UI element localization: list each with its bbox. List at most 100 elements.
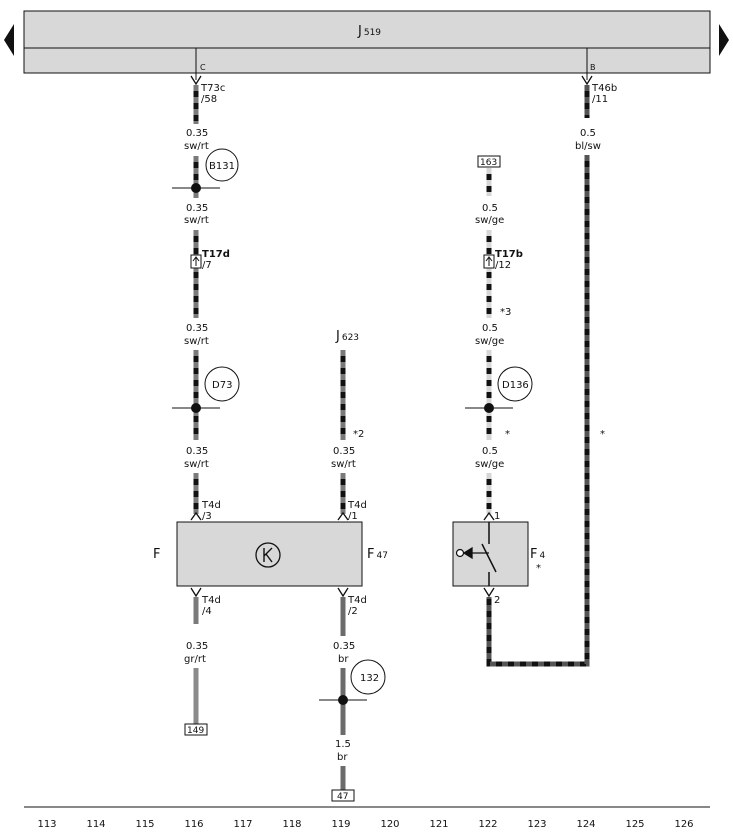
ruler-column-114: 114 — [86, 819, 105, 830]
prev-page-arrow-icon[interactable] — [4, 24, 14, 56]
pin-c-label: C — [200, 63, 206, 72]
connector-t17d-arrow-icon — [192, 256, 200, 266]
pin-arrow-t4d-2-icon — [337, 587, 349, 598]
conn-t4d-1: T4d — [347, 500, 367, 511]
ruler-column-115: 115 — [135, 819, 154, 830]
splice-b131-dot — [191, 183, 201, 193]
wire-119-size-2: 0.35 — [333, 641, 355, 652]
conn-t73c-pin: /58 — [201, 94, 217, 105]
conn-t4d-1-pin: /1 — [348, 511, 358, 522]
switch-f4-actuator-icon — [462, 546, 489, 560]
ref-47-label[interactable]: 47 — [337, 792, 348, 802]
wire-119-color-1: sw/rt — [331, 459, 356, 470]
conn-t4d-2: T4d — [347, 595, 367, 606]
ruler-column-117: 117 — [233, 819, 252, 830]
wire-119-size-3: 1.5 — [335, 739, 351, 750]
component-f47-box — [176, 521, 363, 587]
pin-arrow-f4-1-icon — [483, 511, 495, 521]
wire-119-color-2: br — [338, 654, 349, 665]
splice-132-dot — [338, 695, 348, 705]
ref-163-label[interactable]: 163 — [480, 158, 497, 168]
splice-d136-dot — [484, 403, 494, 413]
node-b131-label: B131 — [209, 161, 235, 172]
wire-122-color-3: sw/ge — [475, 459, 504, 470]
wire-116-color-2: sw/rt — [184, 215, 209, 226]
conn-t4d-2-pin: /2 — [348, 606, 358, 617]
component-f4-box — [452, 521, 529, 587]
pin-arrow-t46b-icon — [581, 75, 593, 86]
pin-arrow-t73c-icon — [190, 75, 202, 86]
switch-symbol-circle — [255, 542, 281, 568]
ruler-column-119: 119 — [331, 819, 350, 830]
next-page-arrow-icon[interactable] — [719, 24, 729, 56]
wire-122-size-2: 0.5 — [482, 323, 498, 334]
conn-t73c: T73c — [200, 83, 225, 94]
node-b131-circle — [205, 148, 239, 182]
node-d136-circle — [497, 366, 533, 402]
ruler-column-122: 122 — [478, 819, 497, 830]
conn-t17b-pin: /12 — [495, 260, 511, 271]
pin-arrow-t4d-3-icon — [190, 511, 202, 521]
ruler-column-126: 126 — [674, 819, 693, 830]
wire-122-color-2: sw/ge — [475, 336, 504, 347]
conn-t4d-3-pin: /3 — [202, 511, 212, 522]
wire-119-color-3: br — [337, 752, 348, 763]
ruler-column-120: 120 — [380, 819, 399, 830]
ruler-column-123: 123 — [527, 819, 546, 830]
switch-f4-pivot — [455, 548, 465, 558]
control-unit-bar — [23, 10, 711, 74]
ruler-column-124: 124 — [576, 819, 595, 830]
switch-symbol-k-icon — [263, 547, 273, 563]
note-122-3: *3 — [500, 307, 511, 318]
ref-box-47[interactable] — [331, 789, 355, 802]
conn-t4d-4-pin: /4 — [202, 606, 212, 617]
wire-116-color-5: gr/rt — [184, 654, 206, 665]
wire-119-size-1: 0.35 — [333, 446, 355, 457]
conn-t46b: T46b — [591, 83, 617, 94]
pin-arrow-f4-2-icon — [483, 587, 495, 598]
ruler-column-125: 125 — [625, 819, 644, 830]
switch-f4-symbol-icon — [481, 522, 497, 586]
wire-122-size-1: 0.5 — [482, 203, 498, 214]
wire-124-size: 0.5 — [580, 128, 596, 139]
ruler-column-118: 118 — [282, 819, 301, 830]
wire-122-color-1: sw/ge — [475, 215, 504, 226]
return-wire-stripe — [486, 155, 590, 667]
conn-t17d: T17d — [202, 249, 230, 260]
conn-t17d-pin: /7 — [202, 260, 212, 271]
note-124-star: * — [600, 429, 605, 440]
pin-f4-1: 1 — [494, 511, 500, 522]
node-d73-label: D73 — [212, 380, 232, 391]
note-119-2: *2 — [353, 429, 364, 440]
node-d136-label: D136 — [502, 380, 529, 391]
connector-t17b-arrow-icon — [485, 256, 493, 266]
wire-116-size-4: 0.35 — [186, 446, 208, 457]
wire-116-size-1: 0.35 — [186, 128, 208, 139]
node-132-circle — [350, 659, 386, 695]
ref-149-label[interactable]: 149 — [187, 726, 204, 736]
conn-t4d-4: T4d — [201, 595, 221, 606]
splice-d73-dot — [191, 403, 201, 413]
wire-116-color-1: sw/rt — [184, 141, 209, 152]
ruler-column-116: 116 — [184, 819, 203, 830]
ruler-column-121: 121 — [429, 819, 448, 830]
return-wire-base — [486, 155, 590, 667]
wire-116-size-3: 0.35 — [186, 323, 208, 334]
conn-t17b: T17b — [495, 249, 523, 260]
pin-b-label: B — [590, 63, 596, 72]
pin-arrow-t4d-1-icon — [337, 511, 349, 521]
ref-box-163[interactable] — [477, 155, 501, 168]
wire-116-color-3: sw/rt — [184, 336, 209, 347]
node-132-label: 132 — [360, 673, 379, 684]
ruler-column-113: 113 — [37, 819, 56, 830]
component-f-label: F — [153, 547, 160, 562]
conn-t46b-pin: /11 — [592, 94, 608, 105]
ref-box-149[interactable] — [184, 723, 208, 736]
pin-f4-2: 2 — [494, 595, 500, 606]
node-d73-circle — [204, 366, 240, 402]
